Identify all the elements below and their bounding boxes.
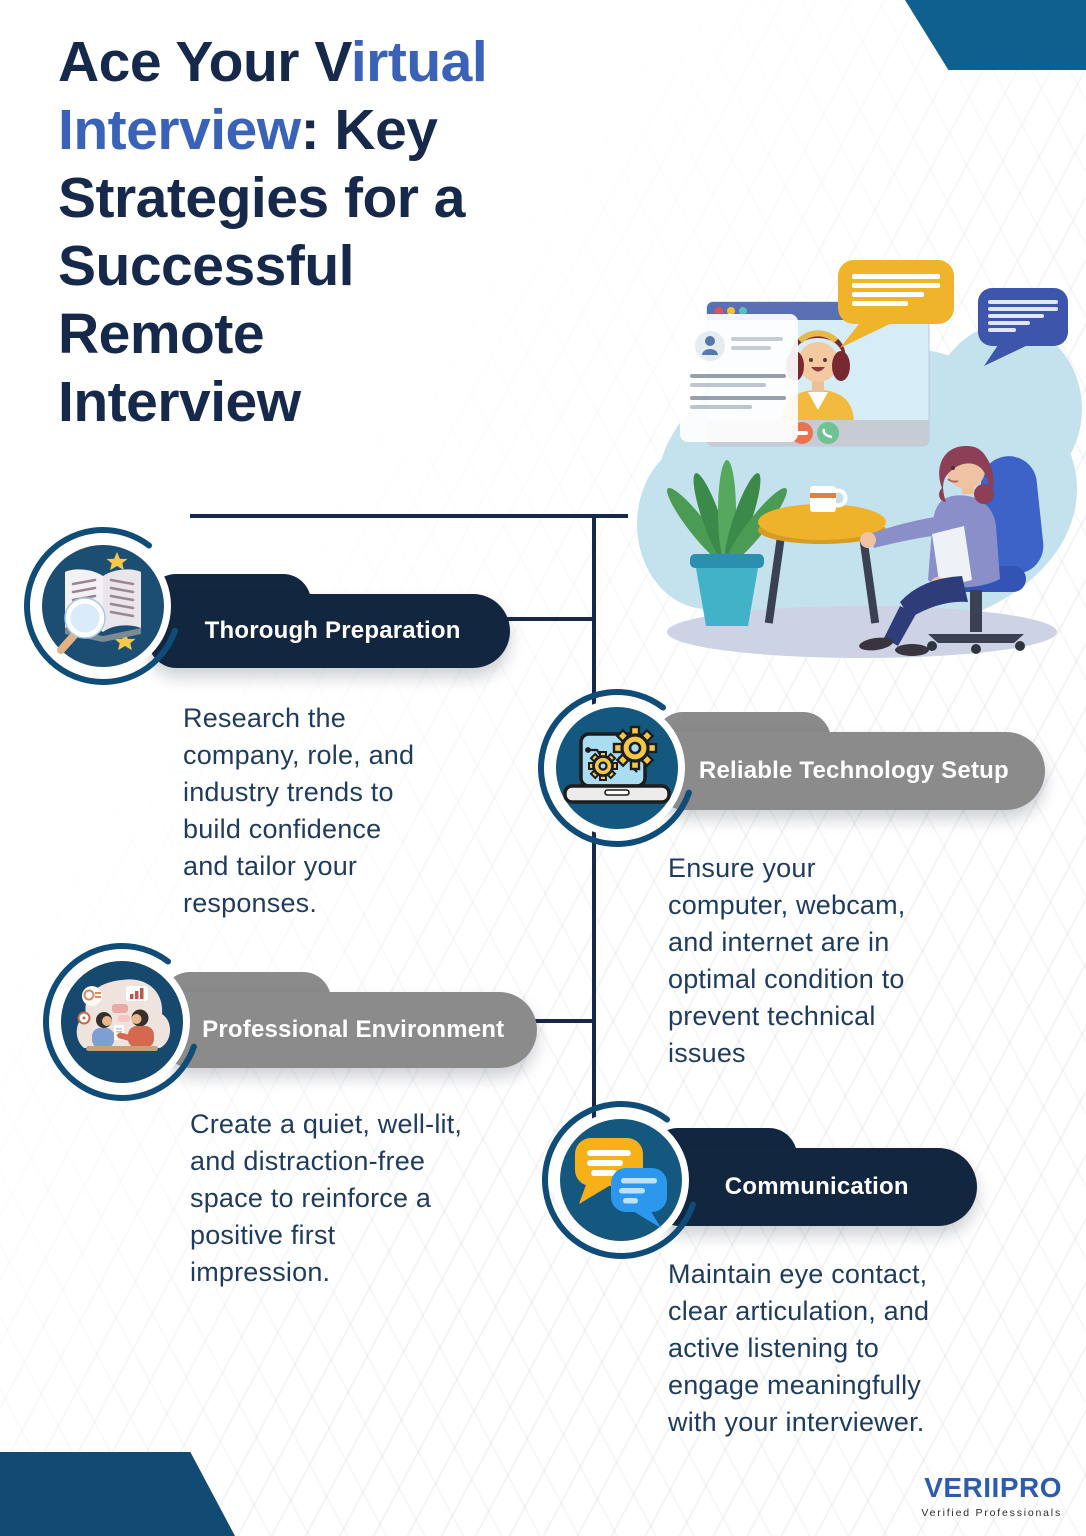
section2-pill: Reliable Technology Setup <box>655 712 1045 810</box>
section1-pill: Thorough Preparation <box>148 574 510 668</box>
connector-section1 <box>470 617 594 621</box>
page-title: Ace Your Virtual Interview: Key Strategi… <box>58 28 698 436</box>
gear-small <box>588 751 618 781</box>
section2-body: Ensure your computer, webcam, and intern… <box>668 853 906 1068</box>
book-search-icon <box>24 527 182 685</box>
section3-label: Professional Environment <box>202 1016 505 1043</box>
section3-body: Create a quiet, well-lit, and distractio… <box>190 1109 463 1287</box>
interviewer-on-chair <box>859 446 1044 656</box>
title-part-accent: irtual Interview <box>58 30 488 162</box>
floor-shadow <box>667 606 1057 658</box>
gear-large <box>612 725 658 771</box>
coffee-cup <box>810 486 848 512</box>
chat-bubbles-icon <box>542 1101 700 1259</box>
resume-card <box>680 314 798 442</box>
laptop-gears-icon <box>538 689 696 847</box>
section1-label: Thorough Preparation <box>204 617 461 644</box>
connector-top-horizontal <box>190 514 628 518</box>
title-part-dark: Ace Your V <box>58 30 351 94</box>
brand-tagline: Verified Professionals <box>921 1507 1062 1519</box>
title-part-dark-2: : Key Strategies for a Successful Remote… <box>58 98 465 434</box>
plant <box>667 460 787 626</box>
bottom-left-corner-shape <box>0 1452 235 1536</box>
section4-body: Maintain eye contact, clear articulation… <box>668 1259 930 1437</box>
top-right-corner-shape <box>905 0 1086 70</box>
brand-name: VERIIPRO <box>924 1472 1062 1503</box>
section4-label: Communication <box>724 1173 909 1200</box>
virtual-interview-illustration <box>637 260 1082 658</box>
call-button <box>817 422 839 444</box>
section1-body: Research the company, role, and industry… <box>183 703 415 918</box>
side-table <box>758 486 886 624</box>
brand-logo: VERIIPRO Verified Professionals <box>921 1472 1062 1519</box>
interview-desk-icon <box>43 943 201 1101</box>
speech-bubble-yellow <box>838 260 954 348</box>
speech-bubble-blue <box>978 288 1068 366</box>
section2-label: Reliable Technology Setup <box>698 757 1009 784</box>
connector-section3 <box>500 1019 594 1023</box>
section3-pill: Professional Environment <box>162 972 537 1068</box>
section4-pill: Communication <box>650 1128 977 1226</box>
